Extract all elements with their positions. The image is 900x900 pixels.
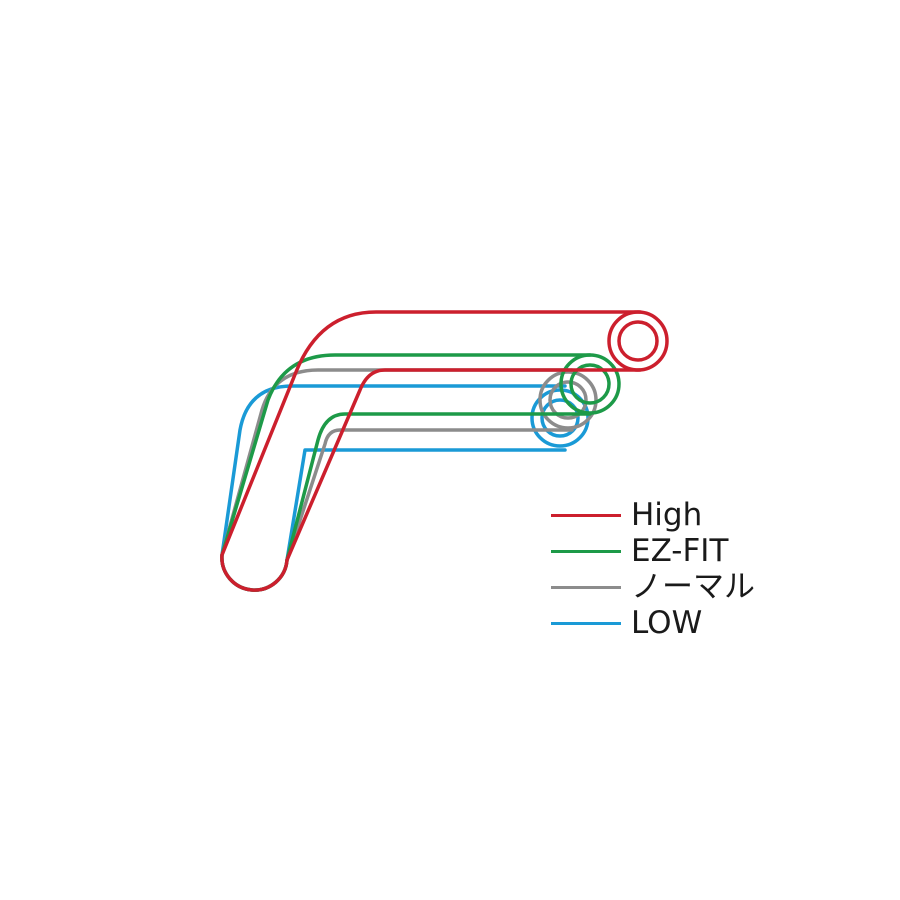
legend-item-high: High [551, 497, 755, 533]
bar-body-normal [220, 368, 574, 592]
legend-label-high: High [631, 497, 703, 533]
bar-outline-high [220, 310, 669, 592]
bar-outline-normal [220, 368, 598, 592]
bar-end-inner-ezfit [569, 363, 611, 405]
bar-body-ezfit [220, 353, 592, 592]
legend: High EZ-FIT ノーマル LOW [551, 497, 755, 641]
bar-end-inner-normal [548, 380, 588, 420]
legend-swatch-low [551, 621, 621, 625]
legend-swatch-high [551, 513, 621, 517]
bar-end-outer-normal [538, 370, 598, 430]
bar-end-inner-high [617, 320, 659, 362]
bar-end-inner-low [540, 398, 580, 438]
legend-label-low: LOW [631, 605, 703, 641]
legend-swatch-ezfit [551, 549, 621, 553]
bar-end-outer-high [607, 310, 669, 372]
legend-swatch-normal [551, 585, 621, 589]
legend-item-ezfit: EZ-FIT [551, 533, 755, 569]
legend-item-low: LOW [551, 605, 755, 641]
legend-item-normal: ノーマル [551, 569, 755, 605]
bar-body-low [220, 384, 567, 592]
legend-label-normal: ノーマル [631, 569, 755, 605]
legend-label-ezfit: EZ-FIT [631, 533, 729, 569]
bar-body-high [220, 310, 642, 592]
bar-end-outer-ezfit [559, 353, 621, 415]
